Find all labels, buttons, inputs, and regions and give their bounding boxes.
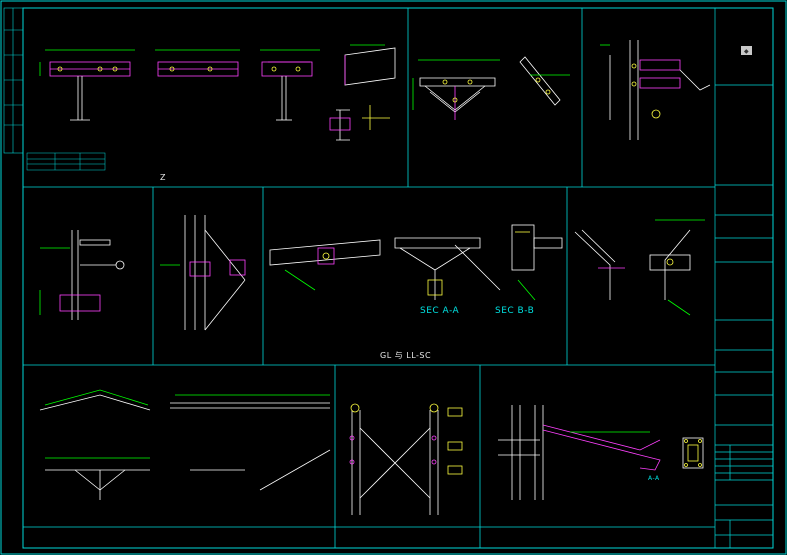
panel-gl-llsc: [269, 224, 563, 301]
label-sec-aa: SEC A-A: [420, 306, 460, 316]
label-sec-aa-small: A-A: [648, 475, 660, 482]
label-sec-bb: SEC B-B: [495, 306, 535, 316]
binding-strip: [3, 7, 24, 154]
company-logo: [741, 46, 752, 55]
panel-eave: [498, 405, 704, 500]
sheet-inner-border: [22, 7, 774, 549]
panel-roof-ridge-eave: [39, 389, 331, 500]
panel-column-top: [600, 40, 711, 140]
logo-glyph: ◆: [744, 48, 749, 55]
panel-gable-brace: [39, 230, 125, 320]
panel-x-bracing: [349, 403, 463, 515]
caption-gl-llsc: GL 与 LL-SC: [380, 351, 432, 360]
panel-column-brace: [160, 215, 246, 331]
panel-ridge: [412, 56, 570, 120]
panel-grid: [23, 8, 715, 548]
panel-brace-connection: [574, 219, 705, 316]
title-block: [714, 8, 773, 548]
caption-z-purlin: Z: [160, 173, 166, 182]
purlin-table: [26, 152, 106, 171]
panel-z-purlin: [39, 44, 396, 141]
